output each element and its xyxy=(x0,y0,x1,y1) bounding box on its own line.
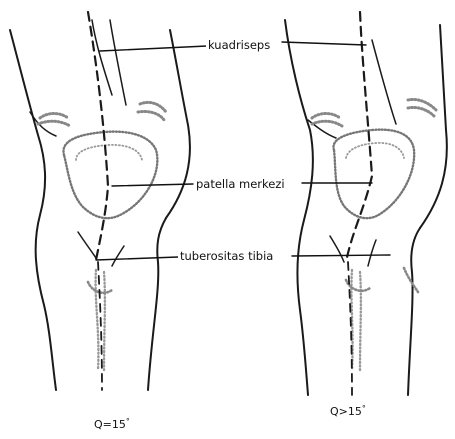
right-upper-fat-pad-stipple xyxy=(312,114,342,127)
caption-right-degree: ° xyxy=(362,404,366,413)
caption-left-degree: ° xyxy=(126,417,130,426)
caption-left-q-text: Q=15 xyxy=(94,418,126,431)
caption-right-q-text: Q>15 xyxy=(330,405,362,418)
right-knee xyxy=(285,12,447,395)
left-knee-lateral-outline xyxy=(10,30,56,390)
left-upper-right-stipple xyxy=(138,102,166,120)
right-patella-stipple xyxy=(333,130,414,219)
right-patella-inner-stipple xyxy=(346,143,404,158)
right-knee-medial-lower-outline xyxy=(408,228,420,395)
right-joint-line xyxy=(330,236,376,266)
right-q-line xyxy=(346,12,372,262)
leader-quadriceps-right xyxy=(282,42,366,45)
left-knee-inner-thigh-line-2 xyxy=(110,20,126,105)
left-knee xyxy=(10,12,190,390)
right-knee-lateral-outline xyxy=(285,20,313,395)
left-knee-medial-upper-outline xyxy=(166,30,190,218)
leader-lines xyxy=(96,42,390,260)
leader-tuberosity-left xyxy=(96,257,178,260)
label-tibial-tuberosity: tuberositas tibia xyxy=(178,249,275,263)
left-tibial-dashed-line xyxy=(98,262,102,390)
right-knee-medial-upper-outline xyxy=(420,25,447,228)
right-upper-right-stipple xyxy=(408,99,436,116)
left-patella-inner-stipple xyxy=(76,145,142,160)
left-knee-medial-lower-outline xyxy=(148,218,166,390)
right-tibia-stipple xyxy=(351,270,360,370)
right-knee-inner-thigh-line xyxy=(372,40,396,124)
left-upper-fat-pad-stipple xyxy=(38,114,70,127)
leader-tuberosity-right xyxy=(292,255,390,256)
label-patella-center: patella merkezi xyxy=(194,177,287,191)
left-patella-stipple xyxy=(63,132,157,219)
label-quadriceps: kuadriseps xyxy=(206,38,272,52)
caption-right-q-angle: Q>15° xyxy=(330,405,366,418)
leader-quadriceps-left xyxy=(100,46,207,51)
leader-patella-left xyxy=(112,184,193,186)
caption-left-q-angle: Q=15° xyxy=(94,418,130,431)
